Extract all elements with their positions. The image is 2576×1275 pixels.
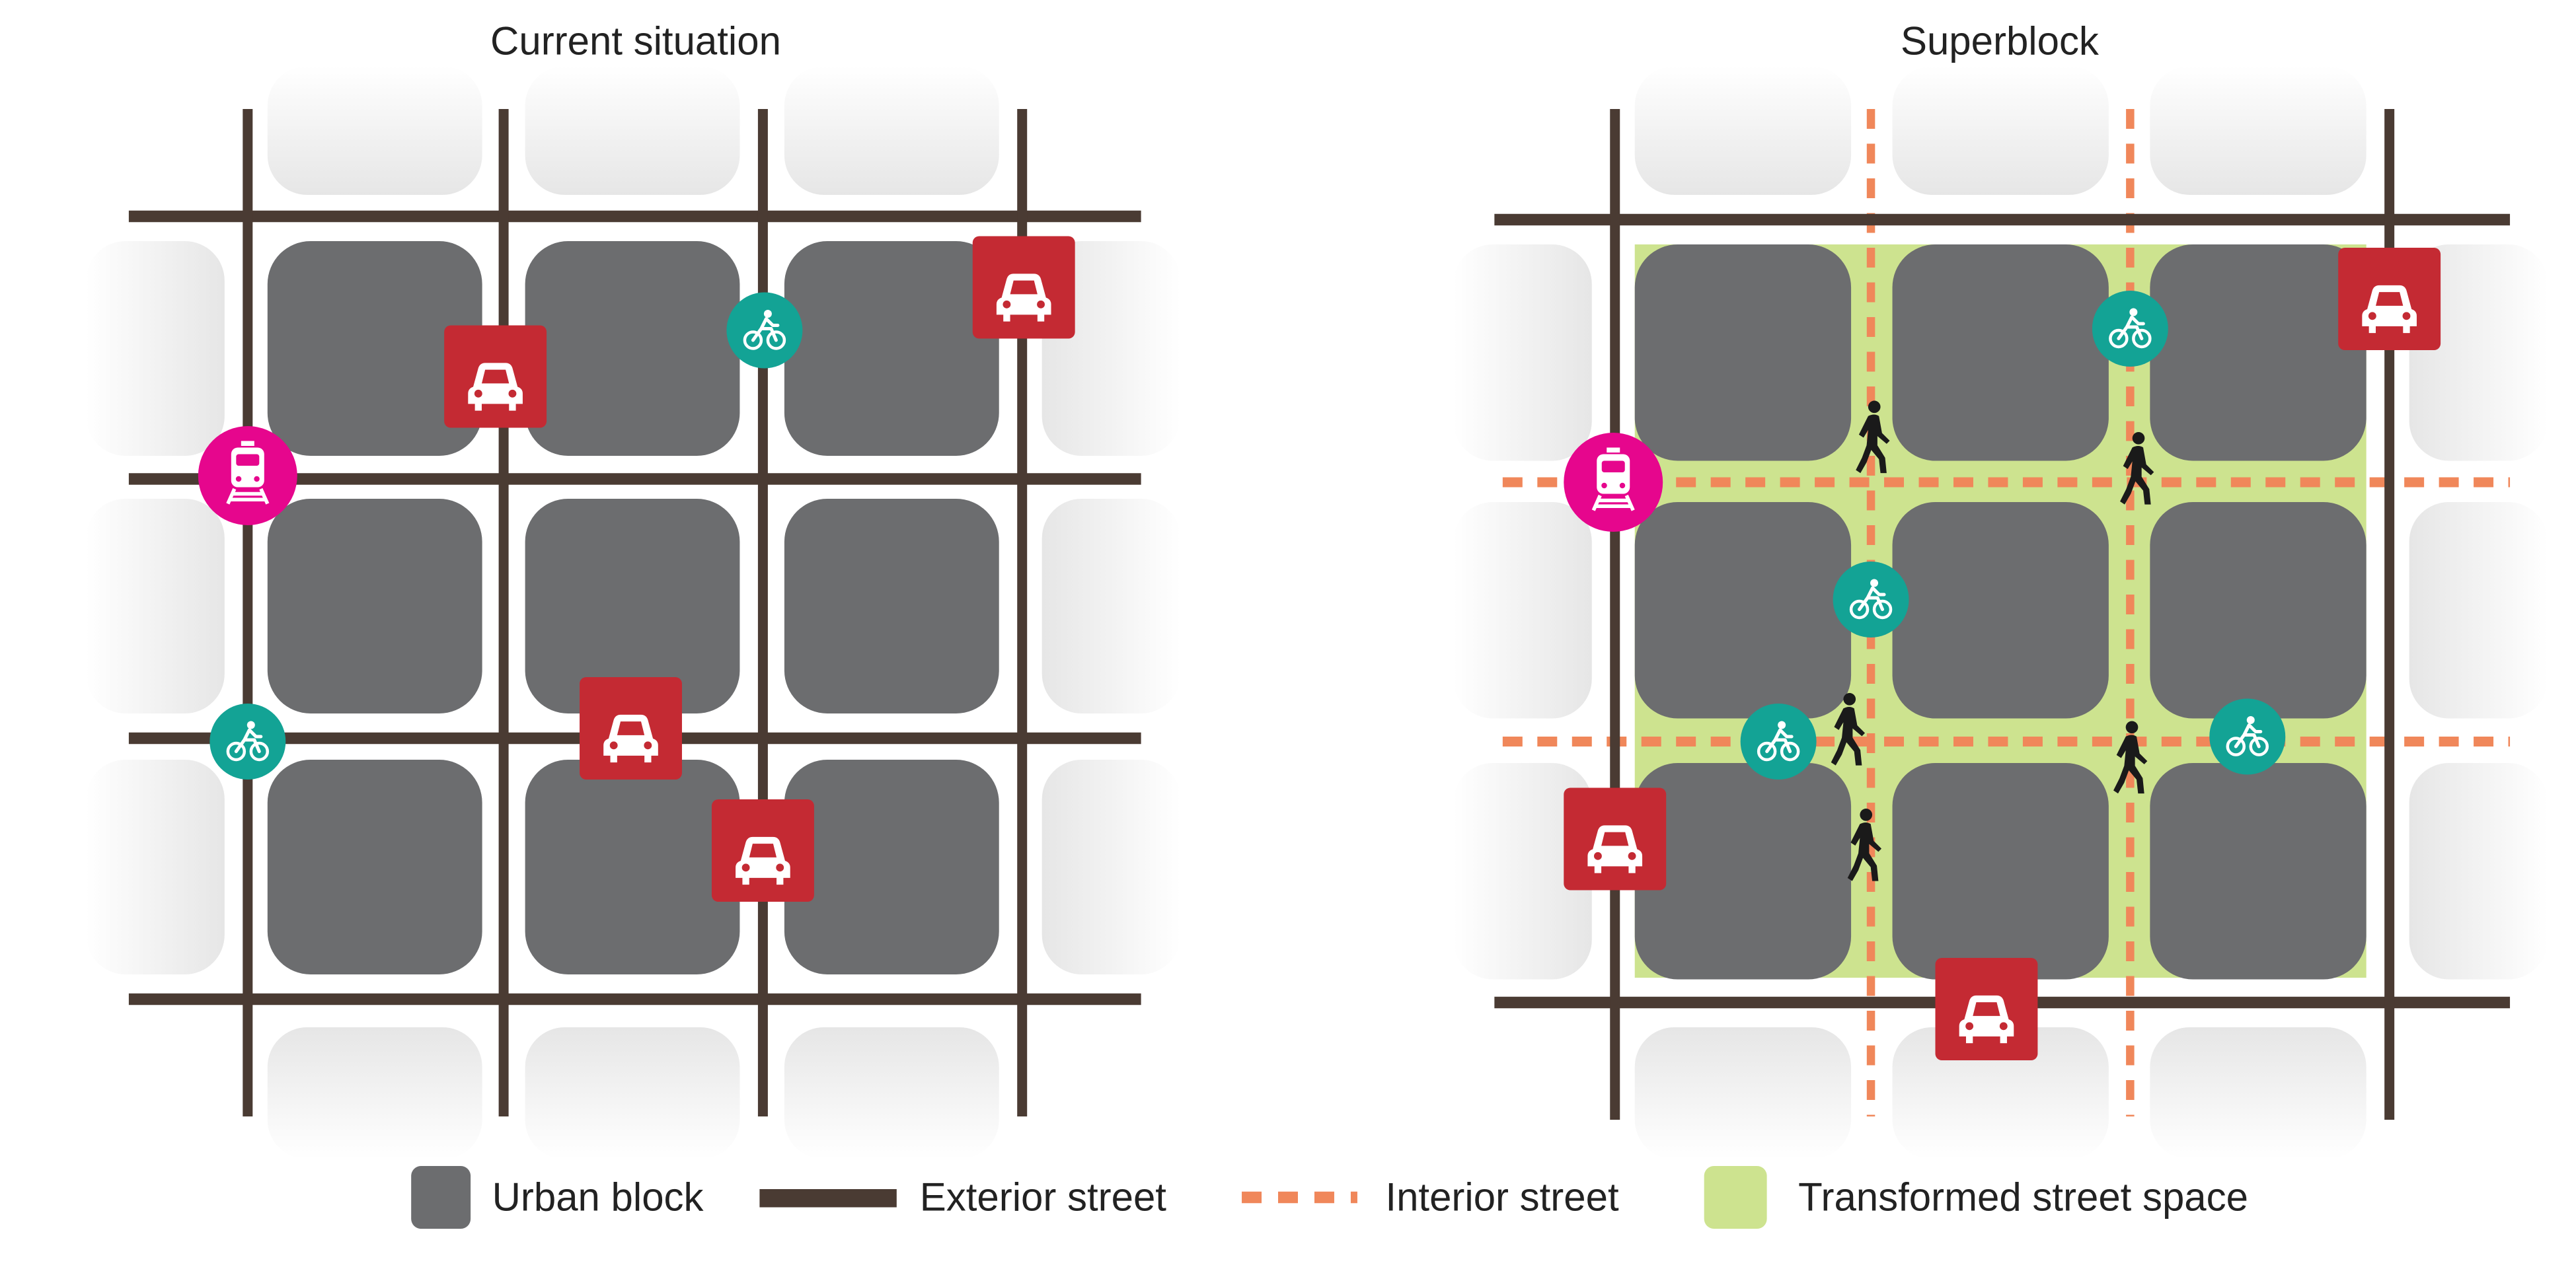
urban-block <box>1634 244 1852 461</box>
ghost-block <box>2409 502 2548 719</box>
ghost-block <box>1042 499 1181 713</box>
ghost-block <box>784 1027 999 1159</box>
ghost-block <box>267 66 482 195</box>
urban-block <box>1892 502 2109 719</box>
ghost-block <box>525 66 740 195</box>
urban-block <box>784 499 999 713</box>
legend-item-transformed-street-space: Transformed street space <box>1704 1166 2248 1229</box>
legend-item-urban-block: Urban block <box>411 1166 704 1229</box>
ghost-block <box>2409 244 2548 461</box>
ghost-block <box>1453 502 1592 719</box>
urban-block <box>267 241 482 456</box>
legend-label-urban-block: Urban block <box>492 1175 704 1219</box>
ghost-block <box>1042 241 1181 456</box>
urban-block <box>267 499 482 713</box>
legend-label-transformed-street-space: Transformed street space <box>1798 1175 2248 1219</box>
exterior-street-swatch <box>759 1189 897 1208</box>
ghost-block <box>2150 1027 2367 1159</box>
legend: Urban block Exterior street Interior str… <box>411 1166 2248 1229</box>
ghost-block <box>1453 244 1592 461</box>
ghost-block <box>784 66 999 195</box>
urban-block <box>1892 244 2109 461</box>
train-icon <box>228 441 268 504</box>
legend-label-interior-street: Interior street <box>1385 1175 1619 1219</box>
train-icon <box>1593 448 1633 511</box>
urban-block <box>1892 763 2109 980</box>
legend-item-exterior-street: Exterior street <box>759 1175 1166 1220</box>
urban-block <box>525 241 740 456</box>
panel-superblock <box>1453 66 2548 1159</box>
ghost-block <box>1634 1027 1852 1159</box>
transformed-space-swatch <box>1704 1166 1767 1229</box>
urban-block-swatch <box>411 1166 471 1229</box>
ghost-block <box>1042 760 1181 974</box>
urban-block <box>2150 502 2367 719</box>
urban-block <box>267 760 482 974</box>
ghost-block <box>267 1027 482 1159</box>
urban-block <box>784 241 999 456</box>
legend-item-interior-street: Interior street <box>1242 1175 1619 1220</box>
ghost-block <box>85 499 225 713</box>
panel-current-situation <box>85 66 1181 1159</box>
ghost-block <box>85 241 225 456</box>
panel-title-current: Current situation <box>490 18 781 63</box>
ghost-block <box>1892 66 2109 195</box>
ghost-block <box>1453 763 1592 980</box>
urban-block <box>525 760 740 974</box>
ghost-block <box>1634 66 1852 195</box>
urban-block <box>1634 502 1852 719</box>
panel-title-superblock: Superblock <box>1901 18 2100 63</box>
urban-block <box>784 760 999 974</box>
ghost-block <box>85 760 225 974</box>
legend-label-exterior-street: Exterior street <box>920 1175 1166 1219</box>
ghost-block <box>525 1027 740 1159</box>
ghost-block <box>2150 66 2367 195</box>
ghost-block <box>2409 763 2548 980</box>
urban-block <box>525 499 740 713</box>
urban-block <box>2150 763 2367 980</box>
urban-block <box>1634 763 1852 980</box>
urban-block <box>2150 244 2367 461</box>
